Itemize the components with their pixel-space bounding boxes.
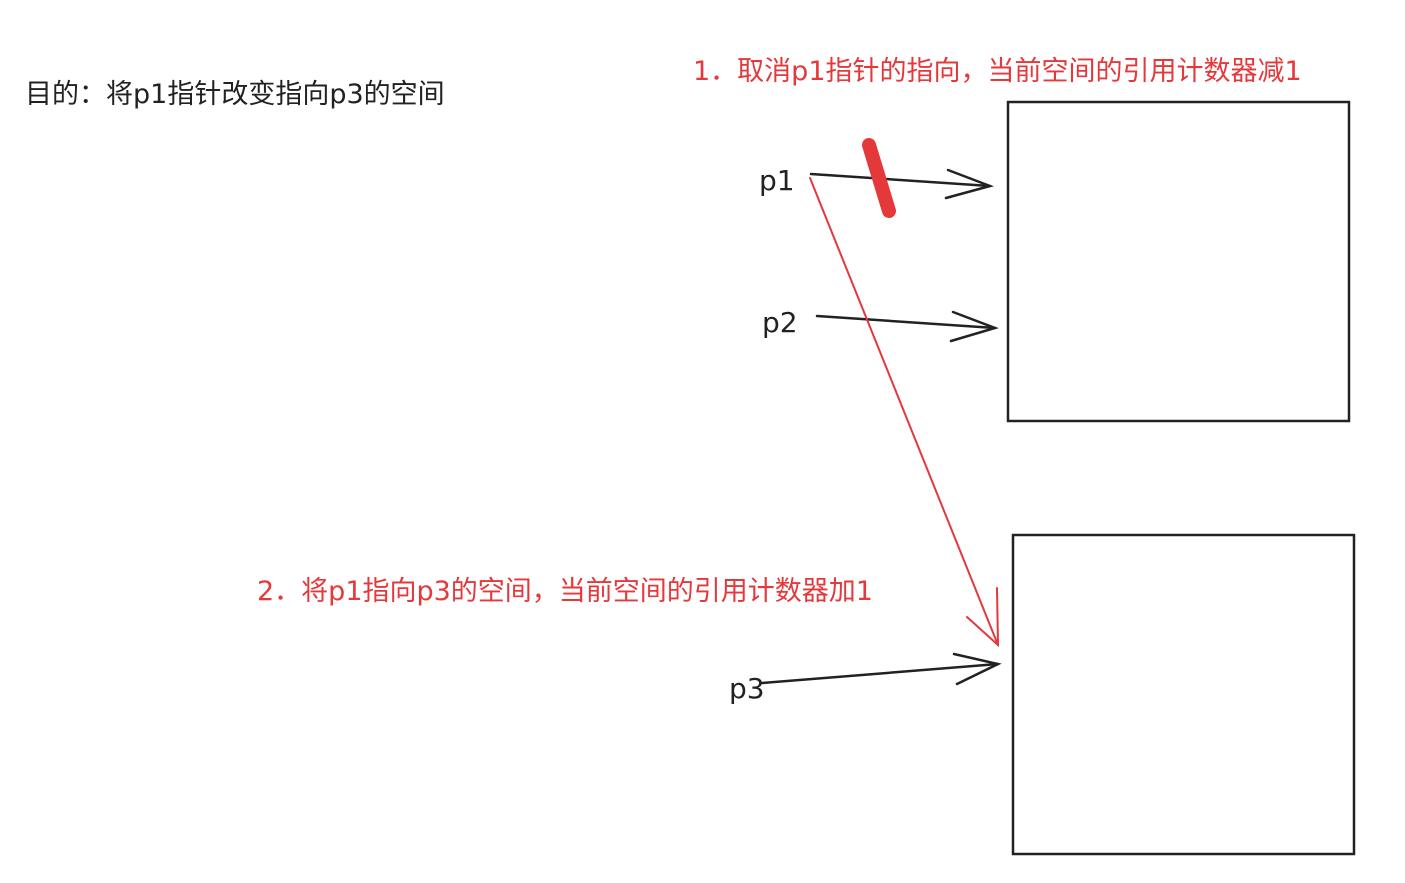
arrow-p2-to-box1	[815, 310, 999, 343]
arrow-p3-to-box2	[760, 652, 1002, 686]
pointer-label-p1: p1	[759, 164, 795, 197]
memory-box-2	[1011, 533, 1356, 856]
step1-annotation: 1．取消p1指针的指向，当前空间的引用计数器减1	[693, 56, 1302, 87]
arrow-p1-to-box2	[809, 177, 1000, 648]
cancel-strike-mark	[862, 138, 896, 218]
pointer-label-p2: p2	[762, 306, 798, 339]
memory-box-1	[1006, 100, 1351, 423]
arrow-p1-to-box1	[809, 168, 995, 200]
goal-title: 目的：将p1指针改变指向p3的空间	[25, 79, 445, 110]
pointer-label-p3: p3	[729, 672, 765, 705]
step2-annotation: 2．将p1指向p3的空间，当前空间的引用计数器加1	[257, 576, 873, 607]
